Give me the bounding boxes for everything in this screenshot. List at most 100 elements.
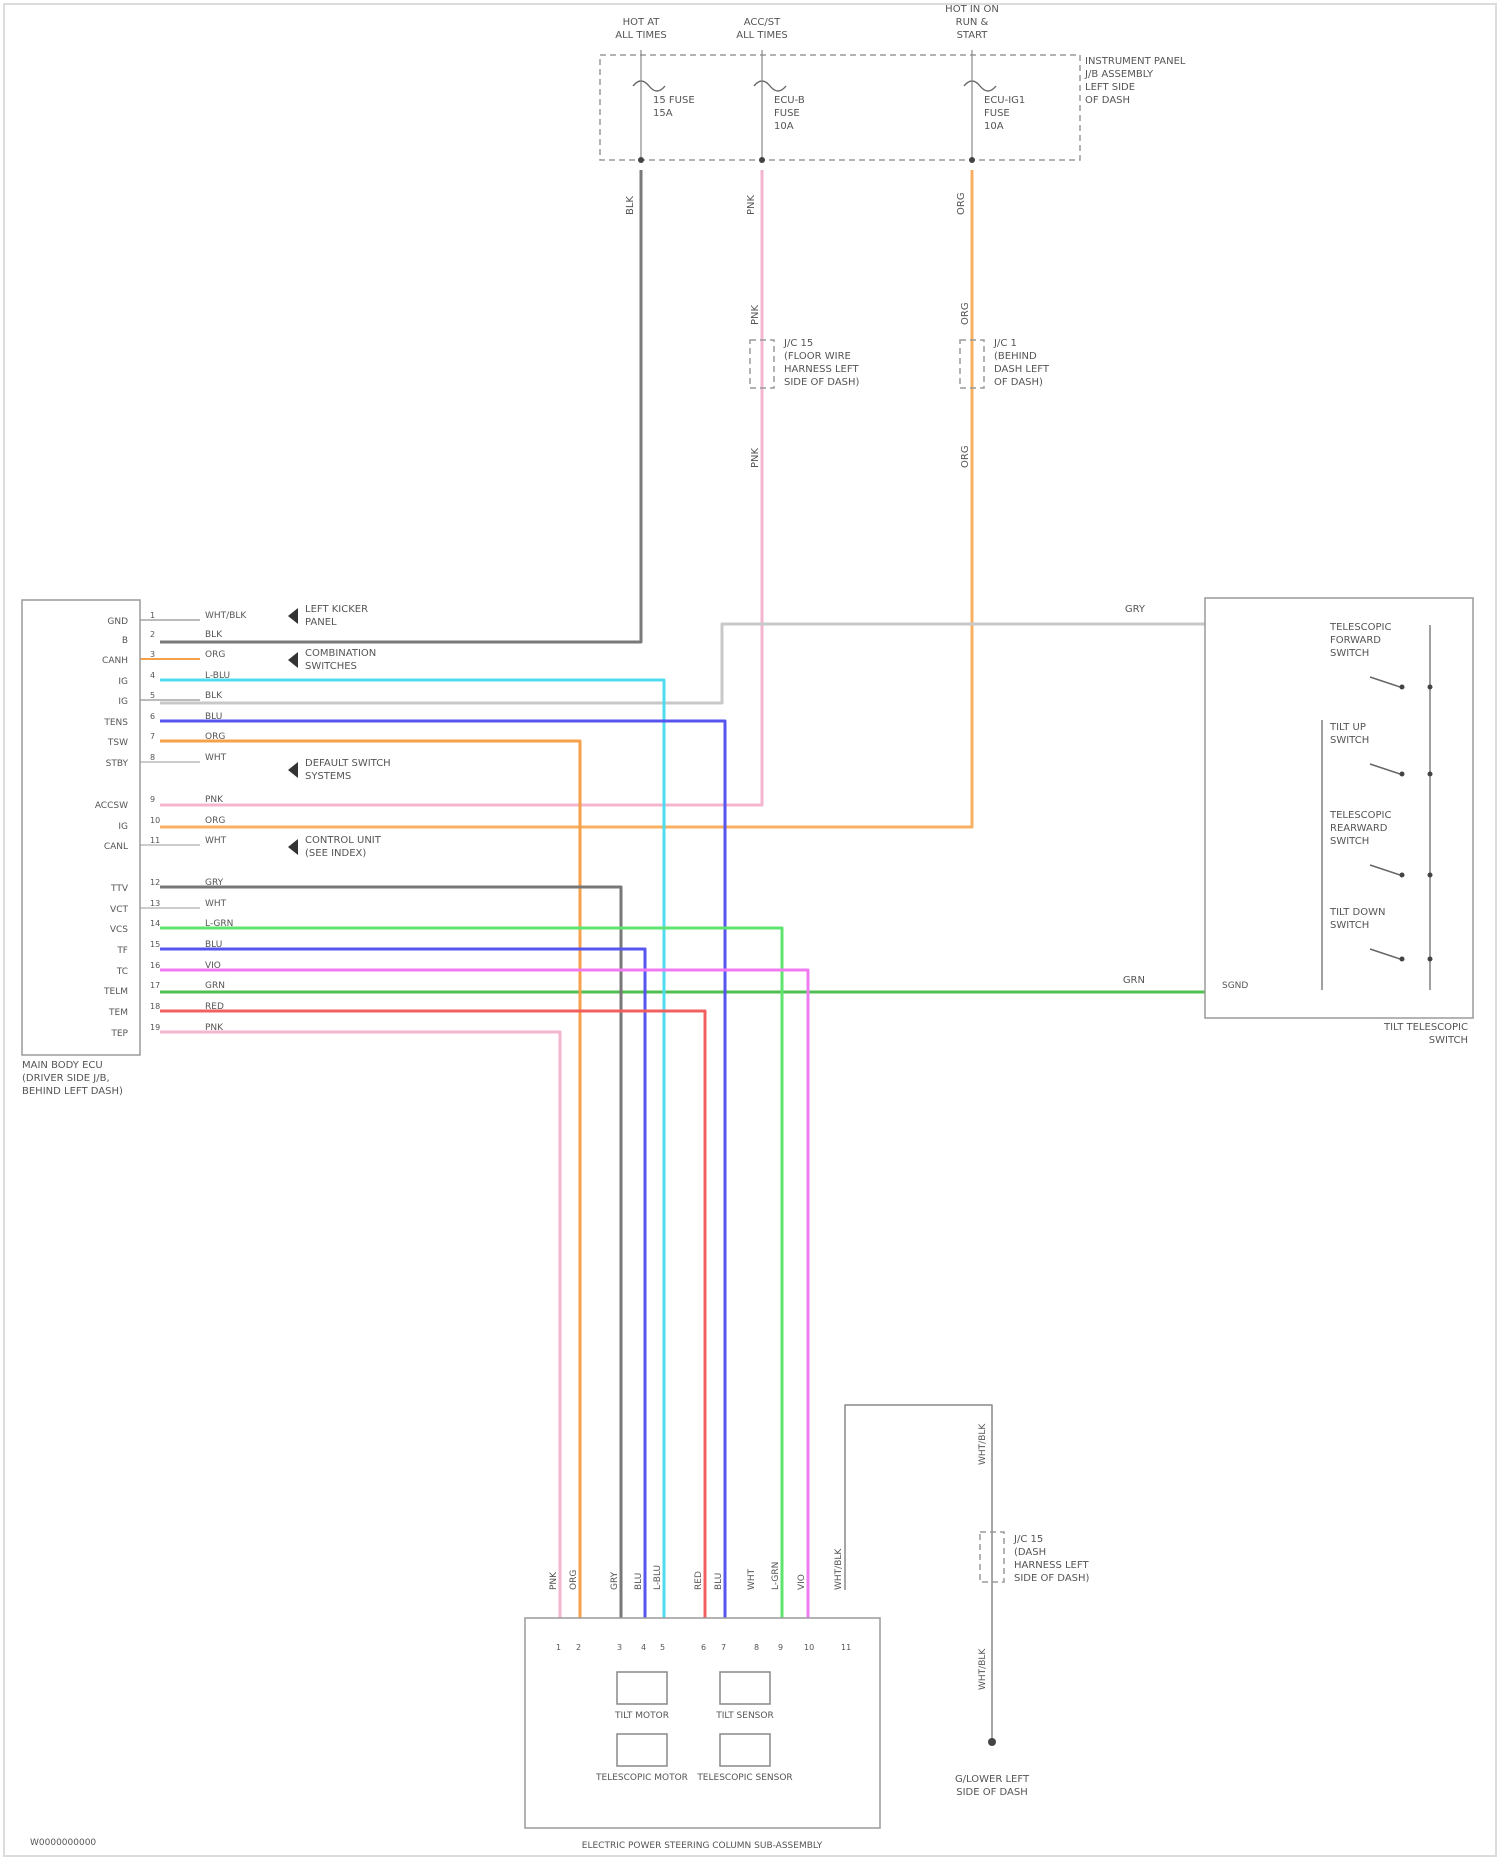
fuse-circuit-header: RUN & xyxy=(956,17,989,28)
switch-bus-dot xyxy=(1428,957,1433,962)
fuse-terminal-dot xyxy=(759,157,765,163)
ecu-wire-label: BLK xyxy=(205,691,223,701)
fuse-box-label: OF DASH xyxy=(1085,95,1130,106)
fuse-wire-label: ORG xyxy=(956,192,967,215)
switch-label: SWITCH xyxy=(1330,735,1369,746)
ecu-pin-number: 10 xyxy=(150,816,160,825)
ecu-note: LEFT KICKER xyxy=(305,604,368,615)
ecu-pin-label: CANH xyxy=(102,656,128,666)
ecu-pin-label: ACCSW xyxy=(95,801,128,811)
switch-contact-dot xyxy=(1400,772,1405,777)
ecu-pin-label: VCS xyxy=(110,925,128,935)
column-motor-label: TILT MOTOR xyxy=(614,1711,669,1721)
ecu-note: (SEE INDEX) xyxy=(305,848,366,859)
fuse-label: ECU-IG1 xyxy=(984,95,1025,106)
fuse-circuit-header: HOT AT xyxy=(623,17,661,28)
ecu-pin-number: 18 xyxy=(150,1002,160,1011)
wire-ig-column xyxy=(160,680,664,1618)
column-pin-number: 6 xyxy=(701,1643,706,1652)
ecu-pin-number: 12 xyxy=(150,878,160,887)
switch-label: FORWARD xyxy=(1330,635,1381,646)
ground-wire-label-top: WHT/BLK xyxy=(978,1423,988,1465)
column-wire-label: BLU xyxy=(634,1573,644,1590)
junction-label: DASH LEFT xyxy=(994,364,1050,375)
ecu-pin-label: IG xyxy=(118,697,128,707)
ground-symbol xyxy=(988,1738,996,1746)
switch-assembly-title: SWITCH xyxy=(1429,1035,1468,1046)
column-motor-box xyxy=(720,1672,770,1704)
fuse-box-label: LEFT SIDE xyxy=(1085,82,1135,93)
column-motor-label: TELESCOPIC SENSOR xyxy=(696,1773,792,1783)
fuse-label: FUSE xyxy=(774,108,800,119)
switch-contact-dot xyxy=(1400,685,1405,690)
switch-bus-dot xyxy=(1428,685,1433,690)
wire-tsw-column xyxy=(160,741,580,1618)
switch-label: SWITCH xyxy=(1330,648,1369,659)
switch-assembly-box xyxy=(1205,598,1473,1018)
column-wire-label: BLU xyxy=(714,1573,724,1590)
ecu-pin-number: 16 xyxy=(150,961,160,970)
switch-label: TELESCOPIC xyxy=(1329,622,1391,633)
column-wire-label: WHT xyxy=(747,1568,757,1590)
ecu-wire-label: BLU xyxy=(205,712,222,722)
ground-label: SIDE OF DASH xyxy=(956,1787,1028,1798)
column-pin-number: 7 xyxy=(721,1643,726,1652)
fuse-circuit-header: HOT IN ON xyxy=(945,4,999,15)
ecu-wire-label: BLU xyxy=(205,940,222,950)
column-motor-box xyxy=(617,1672,667,1704)
fuse-circuit-header: ALL TIMES xyxy=(736,30,788,41)
column-motor-box xyxy=(720,1734,770,1766)
fuse-label: ECU-B xyxy=(774,95,805,106)
ground-junction-label: (DASH xyxy=(1014,1547,1046,1558)
ecu-note: SYSTEMS xyxy=(305,771,351,782)
ecu-wire-label: WHT/BLK xyxy=(205,611,247,621)
ecu-wire-label: GRN xyxy=(205,981,225,991)
ecu-pin-label: B xyxy=(122,636,128,646)
column-wire-label: WHT/BLK xyxy=(834,1548,844,1590)
column-pin-number: 10 xyxy=(804,1643,814,1652)
ecu-pin-number: 17 xyxy=(150,981,160,990)
ecu-pin-label: TC xyxy=(116,967,128,977)
fuse-label: 15A xyxy=(653,108,673,119)
switch-contact xyxy=(1370,677,1400,687)
column-pin-number: 2 xyxy=(576,1643,581,1652)
ecu-wire-label: VIO xyxy=(205,961,221,971)
wire-tc-column xyxy=(160,970,808,1618)
junction-wire-in-label: PNK xyxy=(750,304,761,325)
ecu-pin-number: 1 xyxy=(150,611,155,620)
ground-junction-label: HARNESS LEFT xyxy=(1014,1560,1089,1571)
fuse-wire-label: PNK xyxy=(746,194,757,215)
ecu-pin-number: 4 xyxy=(150,671,155,680)
switch-label: SWITCH xyxy=(1330,836,1369,847)
wire-tf-column xyxy=(160,949,645,1618)
ecu-pin-number: 9 xyxy=(150,795,155,804)
ecu-pin-label: TSW xyxy=(107,738,128,748)
ecu-title: MAIN BODY ECU xyxy=(22,1060,103,1071)
column-pin-number: 9 xyxy=(778,1643,783,1652)
ecu-pin-number: 13 xyxy=(150,899,160,908)
switch-label: TILT UP xyxy=(1329,722,1366,733)
switch-contact-dot xyxy=(1400,873,1405,878)
column-pin-number: 4 xyxy=(641,1643,646,1652)
fuse-icon xyxy=(964,81,996,91)
ecu-note: DEFAULT SWITCH xyxy=(305,758,391,769)
ecu-wire-label: ORG xyxy=(205,732,225,742)
fuse-label: 15 FUSE xyxy=(653,95,695,106)
column-wire-label: ORG xyxy=(569,1570,579,1590)
ground-junction-label: SIDE OF DASH) xyxy=(1014,1573,1090,1584)
switch-label: TELESCOPIC xyxy=(1329,810,1391,821)
fuse-box-label: J/B ASSEMBLY xyxy=(1084,69,1154,80)
fuse-label: 10A xyxy=(774,121,794,132)
column-pin-number: 8 xyxy=(754,1643,759,1652)
junction-wire-in-label: ORG xyxy=(960,302,971,325)
wire-tep-column xyxy=(160,1032,560,1618)
ecu-note-arrow xyxy=(288,762,298,778)
wire-ttv-column xyxy=(160,887,621,1618)
ecu-pin-label: TTV xyxy=(110,884,129,894)
footer-code: W0000000000 xyxy=(30,1838,96,1848)
ecu-note: CONTROL UNIT xyxy=(305,835,382,846)
column-pin-number: 1 xyxy=(556,1643,561,1652)
junction-wire-out-label: ORG xyxy=(960,445,971,468)
fuse-circuit-header: ACC/ST xyxy=(744,17,781,28)
wire-tens-column xyxy=(160,721,725,1618)
